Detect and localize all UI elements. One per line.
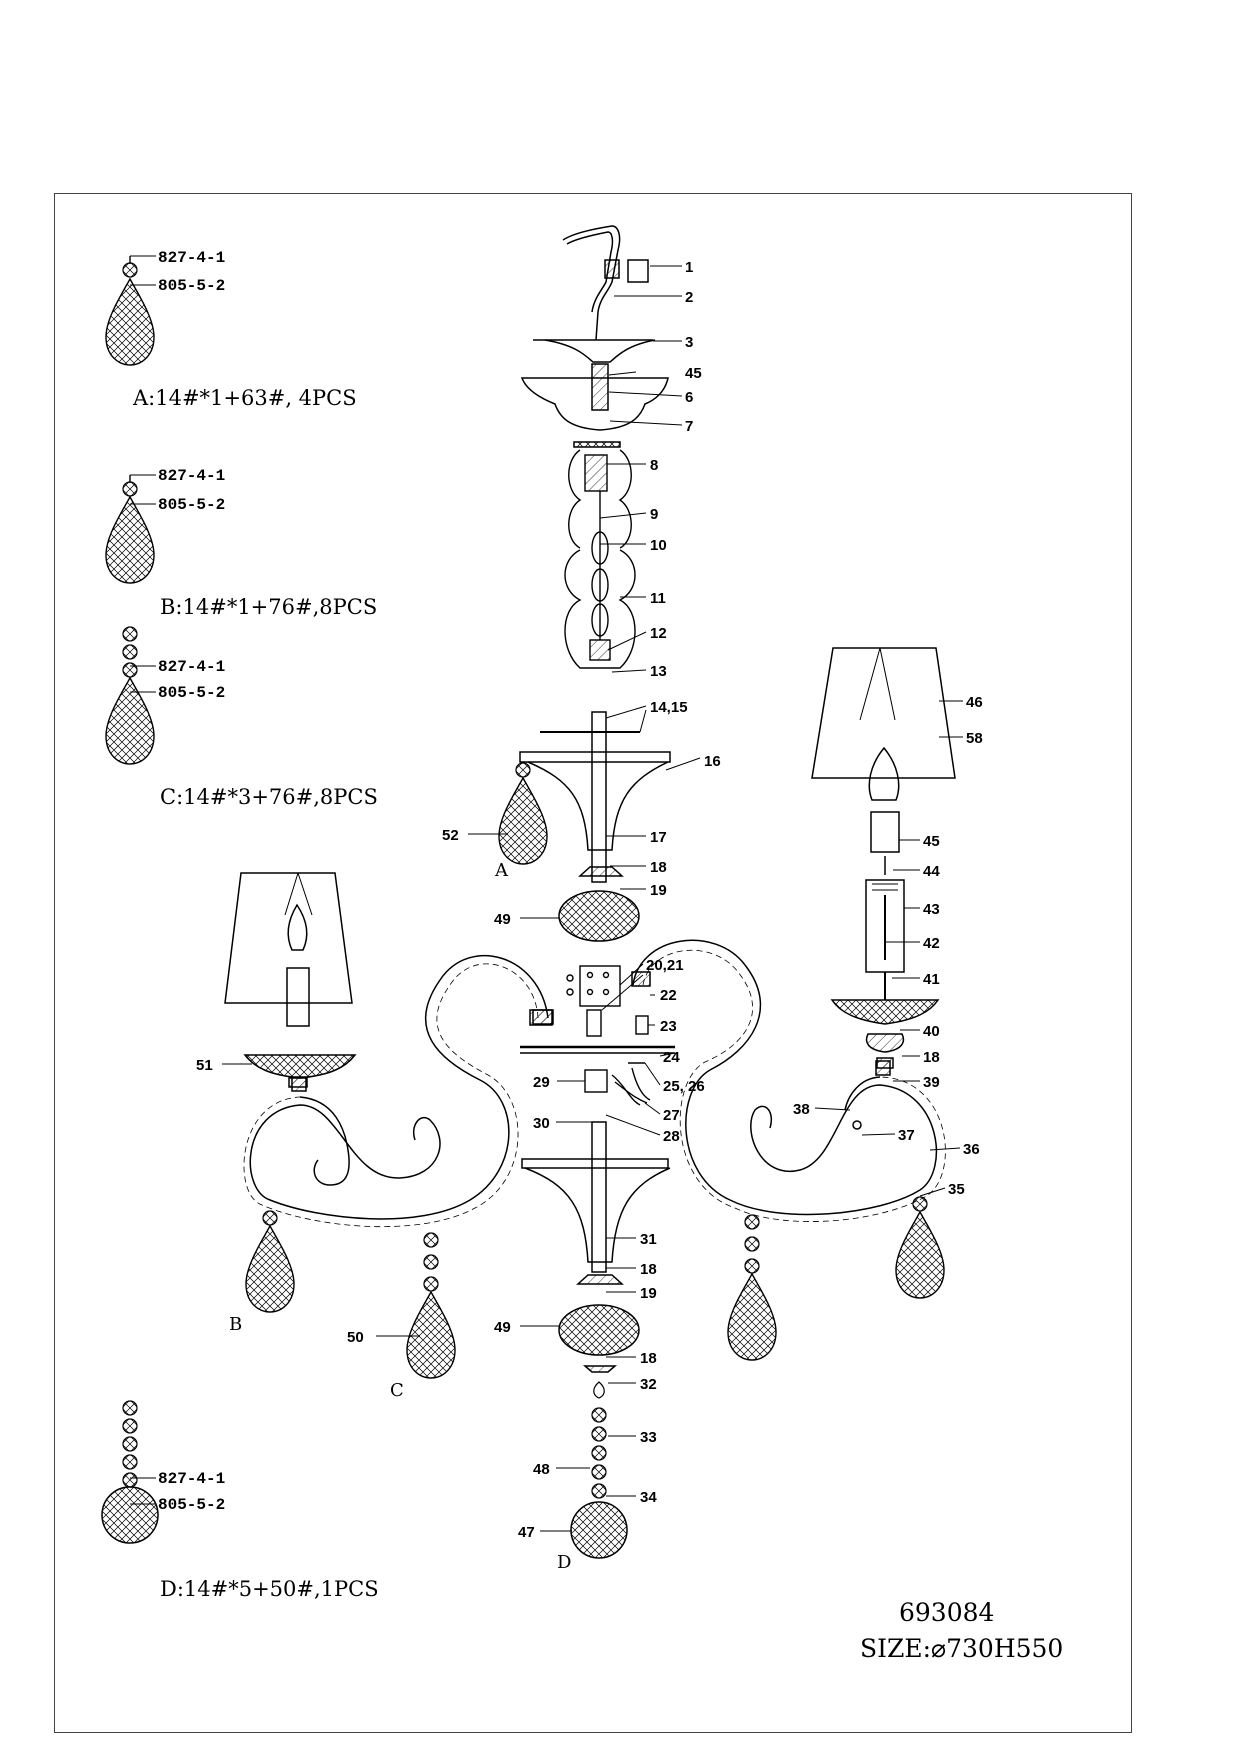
label-18-b: 18 — [640, 1261, 657, 1278]
label-34: 34 — [640, 1489, 657, 1506]
label-6: 6 — [685, 389, 693, 406]
pendant-letter-c: C — [390, 1380, 404, 1401]
label-9: 9 — [650, 506, 658, 523]
label-18-c: 18 — [640, 1350, 657, 1367]
label-30: 30 — [533, 1115, 550, 1132]
label-12: 12 — [650, 625, 667, 642]
model-number: 693084 — [899, 1598, 995, 1627]
label-44: 44 — [923, 863, 940, 880]
pendant-a-top — [498, 762, 548, 865]
upper-bobeche-cup — [519, 711, 671, 942]
label-52: 52 — [442, 827, 459, 844]
label-35: 35 — [948, 1181, 965, 1198]
drawing-frame — [54, 193, 1132, 1733]
label-14-15: 14,15 — [650, 699, 688, 716]
label-50: 50 — [347, 1329, 364, 1346]
center-connector-parts — [520, 965, 675, 1106]
label-24: 24 — [663, 1049, 680, 1066]
legend-b-top-code: 827-4-1 — [158, 467, 225, 485]
legend-a-bottom-code: 805-5-2 — [158, 277, 225, 295]
label-18-d: 18 — [923, 1049, 940, 1066]
chain — [564, 449, 636, 669]
label-16: 16 — [704, 753, 721, 770]
legend-pendant-a — [105, 255, 156, 366]
label-4-5: 45 — [685, 365, 702, 382]
label-18-a: 18 — [650, 859, 667, 876]
label-2: 2 — [685, 289, 693, 306]
lower-bobeche-cup — [521, 1121, 671, 1373]
label-39: 39 — [923, 1074, 940, 1091]
label-31: 31 — [640, 1231, 657, 1248]
size-spec: SIZE:⌀730H550 — [860, 1634, 1064, 1663]
left-arm — [243, 954, 554, 1228]
left-arm-end — [529, 1009, 553, 1026]
pendant-letter-a: A — [494, 860, 509, 881]
label-3: 3 — [685, 334, 693, 351]
ceiling-hook — [562, 225, 649, 341]
label-20-21: 20,21 — [646, 957, 684, 974]
legend-d-top-code: 827-4-1 — [158, 1470, 225, 1488]
right-lampshade — [811, 647, 956, 1069]
label-1: 1 — [685, 259, 693, 276]
label-27: 27 — [663, 1107, 680, 1124]
label-49-b: 49 — [494, 1319, 511, 1336]
label-33: 33 — [640, 1429, 657, 1446]
legend-c-caption: C:14#*3+76#,8PCS — [160, 785, 378, 809]
pendant-c-left — [406, 1232, 456, 1379]
label-25-26: 25, 26 — [663, 1078, 705, 1095]
part-number-labels: 1 2 3 45 6 7 8 9 10 11 12 13 14,15 16 17… — [196, 259, 983, 1541]
label-10: 10 — [650, 537, 667, 554]
left-lampshade — [224, 872, 357, 1088]
pendant-letter-d: D — [557, 1552, 571, 1573]
pendant-c-right — [727, 1214, 777, 1361]
label-41: 41 — [923, 971, 940, 988]
label-13: 13 — [650, 663, 667, 680]
label-19-a: 19 — [650, 882, 667, 899]
pendant-letter-b: B — [229, 1314, 242, 1335]
label-8: 8 — [650, 457, 658, 474]
label-45: 45 — [923, 833, 940, 850]
legend-c-bottom-code: 805-5-2 — [158, 684, 225, 702]
label-40: 40 — [923, 1023, 940, 1040]
legend-pendant-d — [101, 1400, 159, 1544]
legend-pendant-b — [105, 474, 156, 584]
label-51: 51 — [196, 1057, 213, 1074]
label-38: 38 — [793, 1101, 810, 1118]
label-19-b: 19 — [640, 1285, 657, 1302]
label-37: 37 — [898, 1127, 915, 1144]
label-28: 28 — [663, 1128, 680, 1145]
label-29: 29 — [533, 1074, 550, 1091]
bottom-pendant-d — [570, 1381, 628, 1559]
legend-b-caption: B:14#*1+76#,8PCS — [160, 595, 378, 619]
legend-d-caption: D:14#*5+50#,1PCS — [160, 1577, 379, 1601]
label-32: 32 — [640, 1376, 657, 1393]
label-47: 47 — [518, 1524, 535, 1541]
label-46: 46 — [966, 694, 983, 711]
pendant-b-left — [245, 1210, 295, 1313]
legend-pendant-c — [105, 626, 156, 765]
label-42: 42 — [923, 935, 940, 952]
label-58: 58 — [966, 730, 983, 747]
legend-d-bottom-code: 805-5-2 — [158, 1496, 225, 1514]
label-48: 48 — [533, 1461, 550, 1478]
legend-a-top-code: 827-4-1 — [158, 249, 225, 267]
label-23: 23 — [660, 1018, 677, 1035]
label-49-a: 49 — [494, 911, 511, 928]
label-43: 43 — [923, 901, 940, 918]
pendant-b-right — [895, 1196, 945, 1299]
legend-a-caption: A:14#*1+63#, 4PCS — [133, 386, 357, 410]
canopy — [520, 339, 669, 448]
legend-c-top-code: 827-4-1 — [158, 658, 225, 676]
label-7: 7 — [685, 418, 693, 435]
leader-lines — [222, 265, 963, 1532]
label-17: 17 — [650, 829, 667, 846]
label-36: 36 — [963, 1141, 980, 1158]
label-11: 11 — [650, 590, 666, 607]
label-22: 22 — [660, 987, 677, 1004]
legend-b-bottom-code: 805-5-2 — [158, 496, 225, 514]
